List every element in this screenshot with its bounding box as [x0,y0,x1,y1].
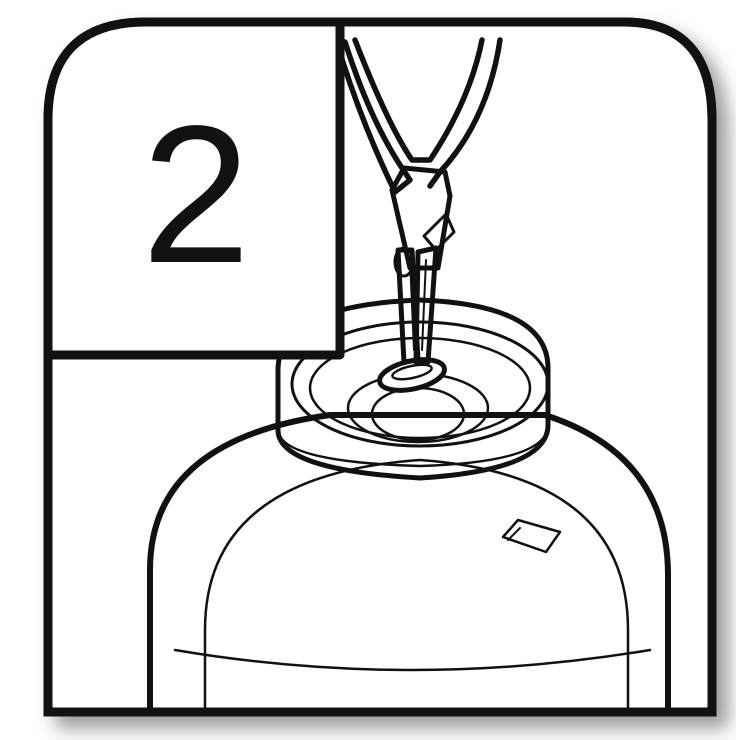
step-number-box: 2 [48,24,340,355]
step-number: 2 [141,85,250,304]
